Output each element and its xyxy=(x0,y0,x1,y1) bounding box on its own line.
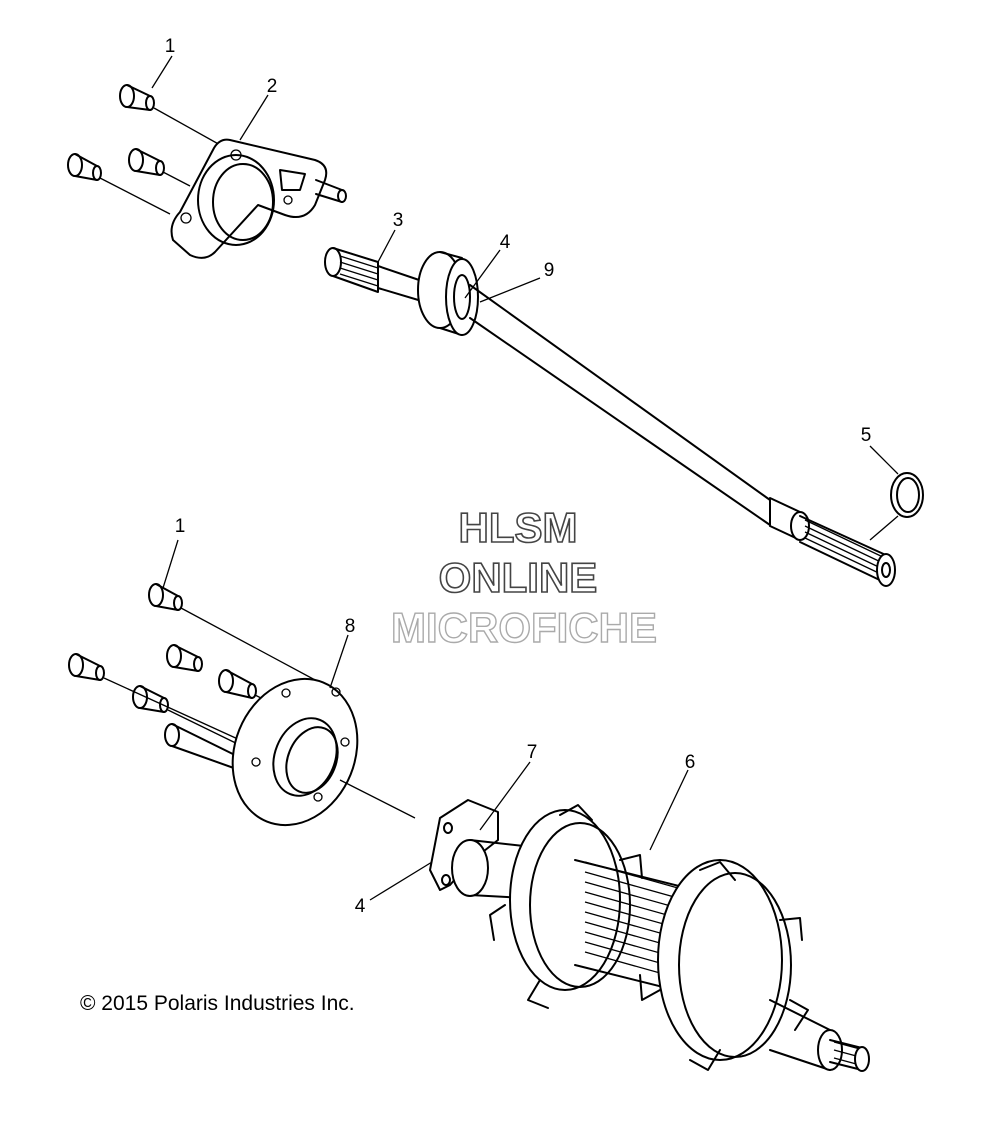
callout-7: 7 xyxy=(527,742,538,763)
drive-sprocket-assembly-6 xyxy=(429,799,870,1072)
watermark-line-1: HLSM xyxy=(459,504,578,551)
callout-1-top: 1 xyxy=(165,36,176,57)
callout-5: 5 xyxy=(861,425,872,446)
drive-shaft-3 xyxy=(324,247,896,587)
callout-8: 8 xyxy=(345,616,356,637)
bolt-lower-a xyxy=(68,653,105,681)
bolt-lower-b xyxy=(166,644,203,672)
callout-9: 9 xyxy=(544,260,555,281)
watermark-line-3: MICROFICHE xyxy=(391,604,657,651)
bolt-mid-upper xyxy=(128,148,165,176)
callout-2: 2 xyxy=(267,76,278,97)
callout-6: 6 xyxy=(685,752,696,773)
watermark-line-2: ONLINE xyxy=(439,554,598,601)
bolt-lower-c xyxy=(218,669,257,699)
copyright-notice: © 2015 Polaris Industries Inc. xyxy=(80,992,355,1015)
bearing-plate-8 xyxy=(231,677,359,827)
o-ring-5 xyxy=(890,472,924,518)
callout-1-bottom: 1 xyxy=(175,516,186,537)
callout-4-bottom: 4 xyxy=(355,896,366,917)
callout-4-top: 4 xyxy=(500,232,511,253)
bolt-1-bottom xyxy=(148,583,183,611)
callout-3: 3 xyxy=(393,210,404,231)
bolt-left-upper xyxy=(67,153,102,181)
bearing-flange-2 xyxy=(170,138,347,259)
bolt-1-top xyxy=(119,84,155,111)
